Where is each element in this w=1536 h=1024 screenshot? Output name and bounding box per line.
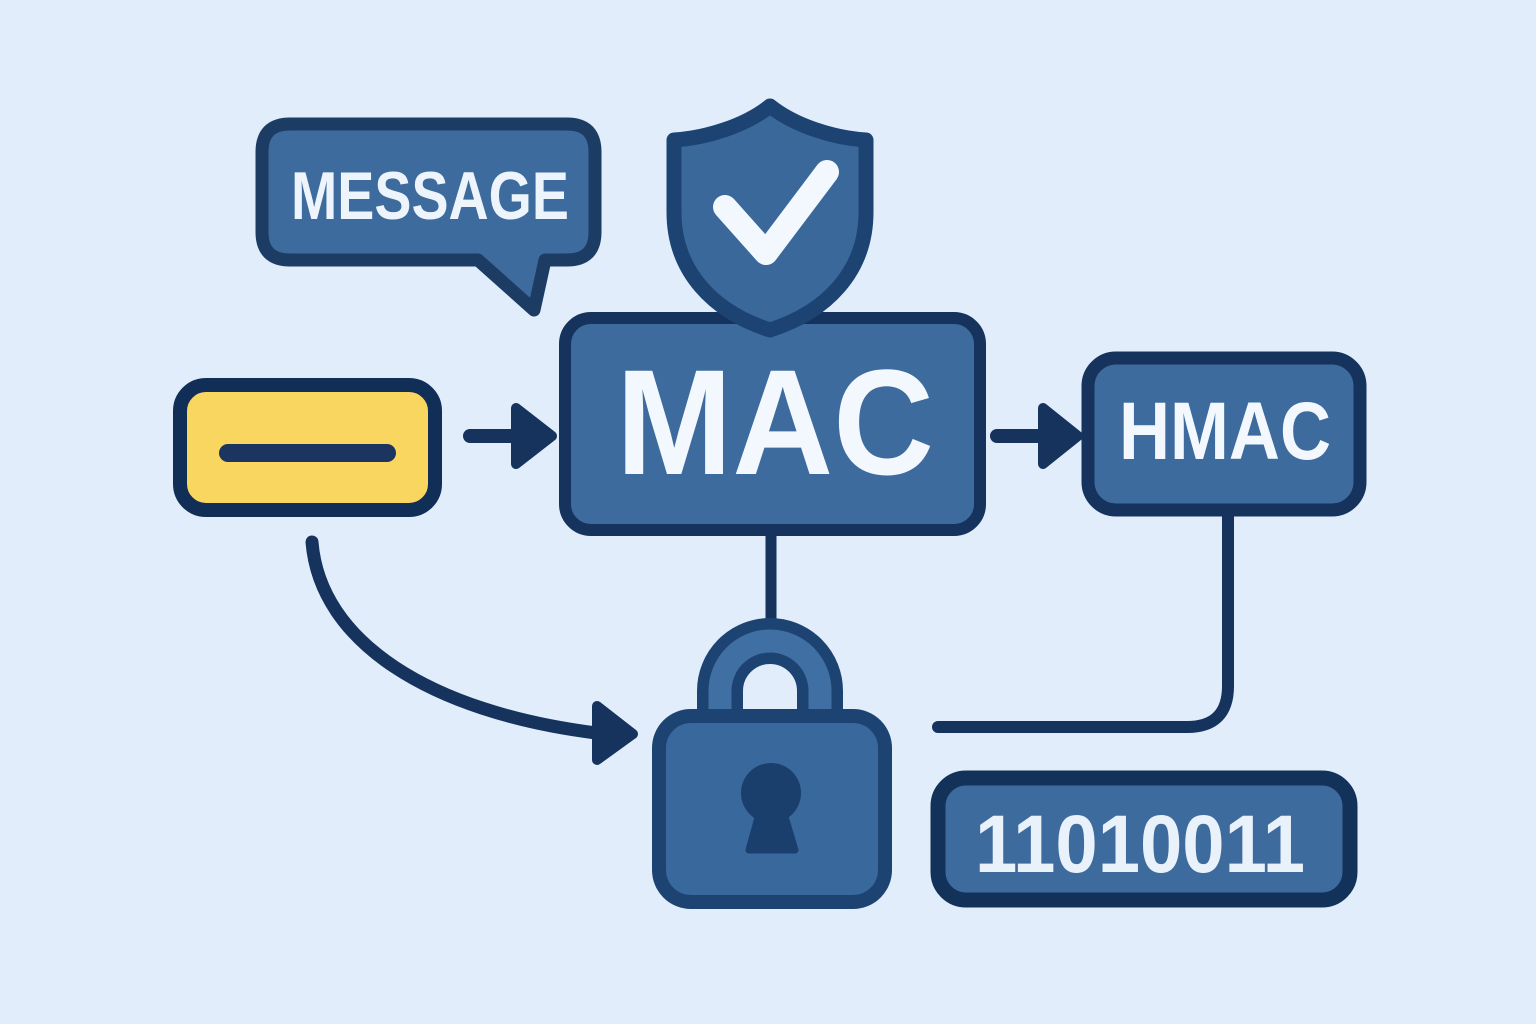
- arrow-mac-to-hmac: [990, 403, 1083, 469]
- arrow-key-to-mac: [463, 403, 557, 469]
- padlock-shackle: [708, 629, 832, 740]
- shield-check-icon: [666, 98, 874, 338]
- keyhole-slot: [745, 806, 799, 854]
- message-bubble: MESSAGE: [255, 117, 602, 317]
- arrowhead-icon: [1038, 403, 1083, 469]
- keyhole-circle: [741, 763, 801, 823]
- binary-box: 11010011: [930, 770, 1358, 908]
- speech-bubble-shape: [255, 117, 602, 317]
- binary-label: 11010011: [975, 799, 1305, 890]
- padlock-icon: [652, 618, 892, 909]
- message-label: MESSAGE: [291, 158, 569, 234]
- hmac-box: HMAC: [932, 351, 1367, 733]
- key-block-bar: [219, 444, 396, 462]
- key-block: [173, 378, 442, 517]
- arrowhead-icon: [511, 403, 557, 469]
- hmac-box-shape: [1081, 351, 1367, 517]
- hmac-label: HMAC: [1119, 386, 1331, 477]
- hmac-to-padlock-line: [932, 504, 1234, 733]
- mac-box: MAC: [559, 312, 986, 654]
- mac-label: MAC: [616, 338, 934, 506]
- checkmark-icon: [713, 160, 839, 265]
- binary-box-shape: [930, 770, 1358, 908]
- shield-shape: [666, 98, 874, 338]
- arrow-key-to-padlock: [305, 535, 638, 765]
- arrowhead-icon: [592, 701, 638, 765]
